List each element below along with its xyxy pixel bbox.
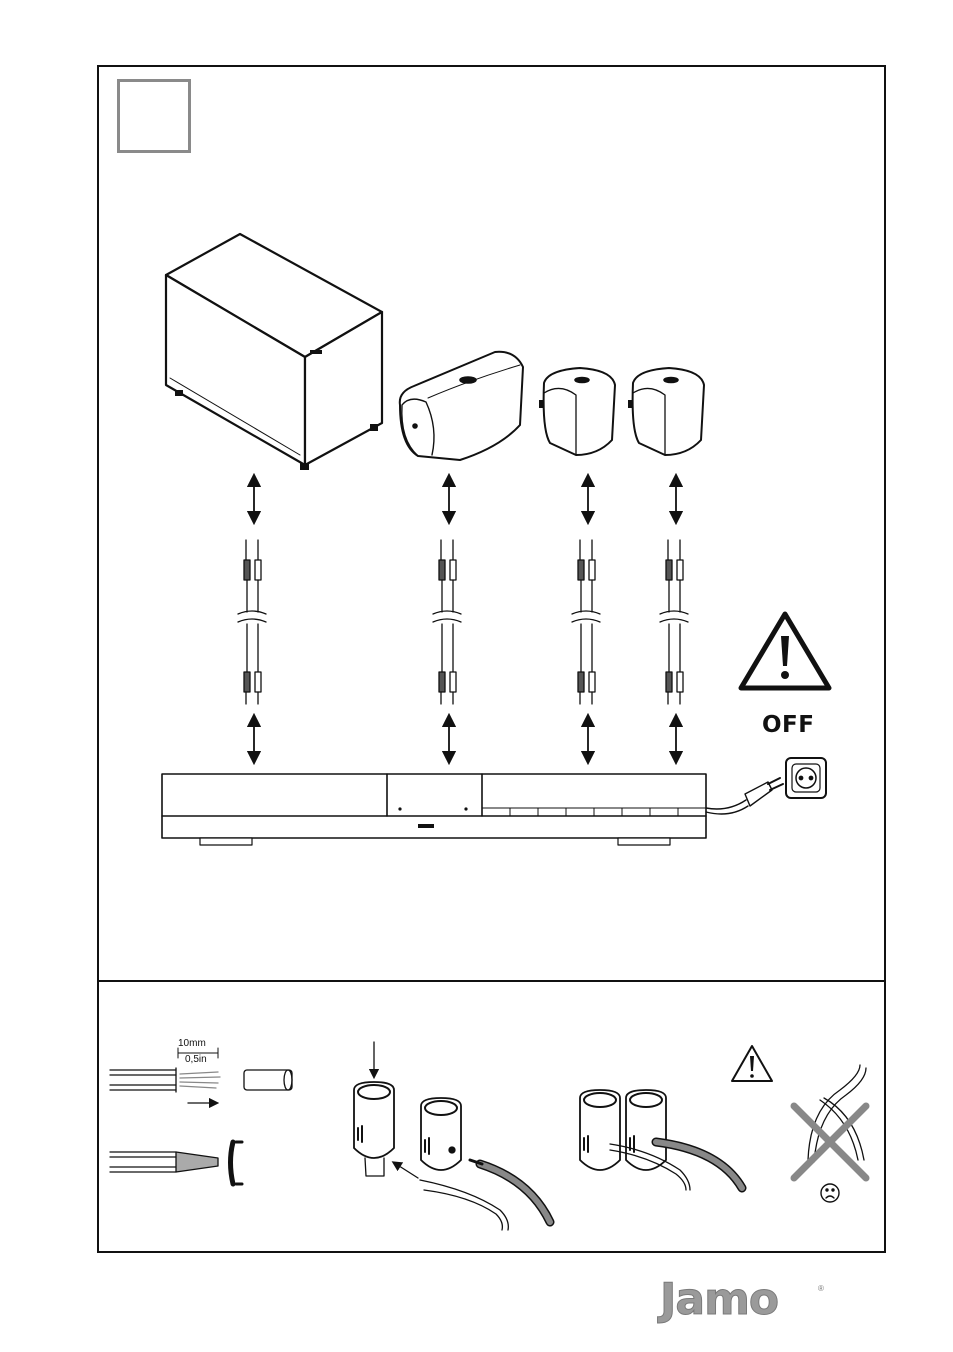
warning-triangle-icon: [741, 614, 829, 688]
double-arrow-icon: [254, 480, 676, 518]
terminal-post-illustration: [354, 1042, 550, 1230]
satellite-speaker-right: [628, 368, 704, 455]
terminal-post-connected-illustration: [580, 1090, 742, 1190]
power-off-label: OFF: [762, 712, 814, 738]
subwoofer-illustration: [166, 234, 382, 470]
power-plug-icon: [706, 778, 783, 814]
wire-strip-illustration: [110, 1048, 292, 1184]
satellite-speaker-left: [539, 368, 615, 455]
cross-out-icon: [794, 1106, 866, 1178]
strip-length-mm-label: 10mm: [178, 1039, 206, 1049]
speaker-cable: [238, 540, 688, 704]
registered-mark: ®: [818, 1284, 824, 1293]
receiver-unit-illustration: [162, 774, 706, 845]
wall-socket-icon: [786, 758, 826, 798]
brand-logo: Jamo: [660, 1274, 778, 1325]
strip-length-in-label: 0,5in: [185, 1055, 207, 1065]
sad-face-icon: [821, 1184, 839, 1202]
double-arrow-icon: [254, 720, 676, 758]
center-speaker-illustration: [400, 352, 523, 460]
warning-triangle-icon: [732, 1046, 772, 1081]
